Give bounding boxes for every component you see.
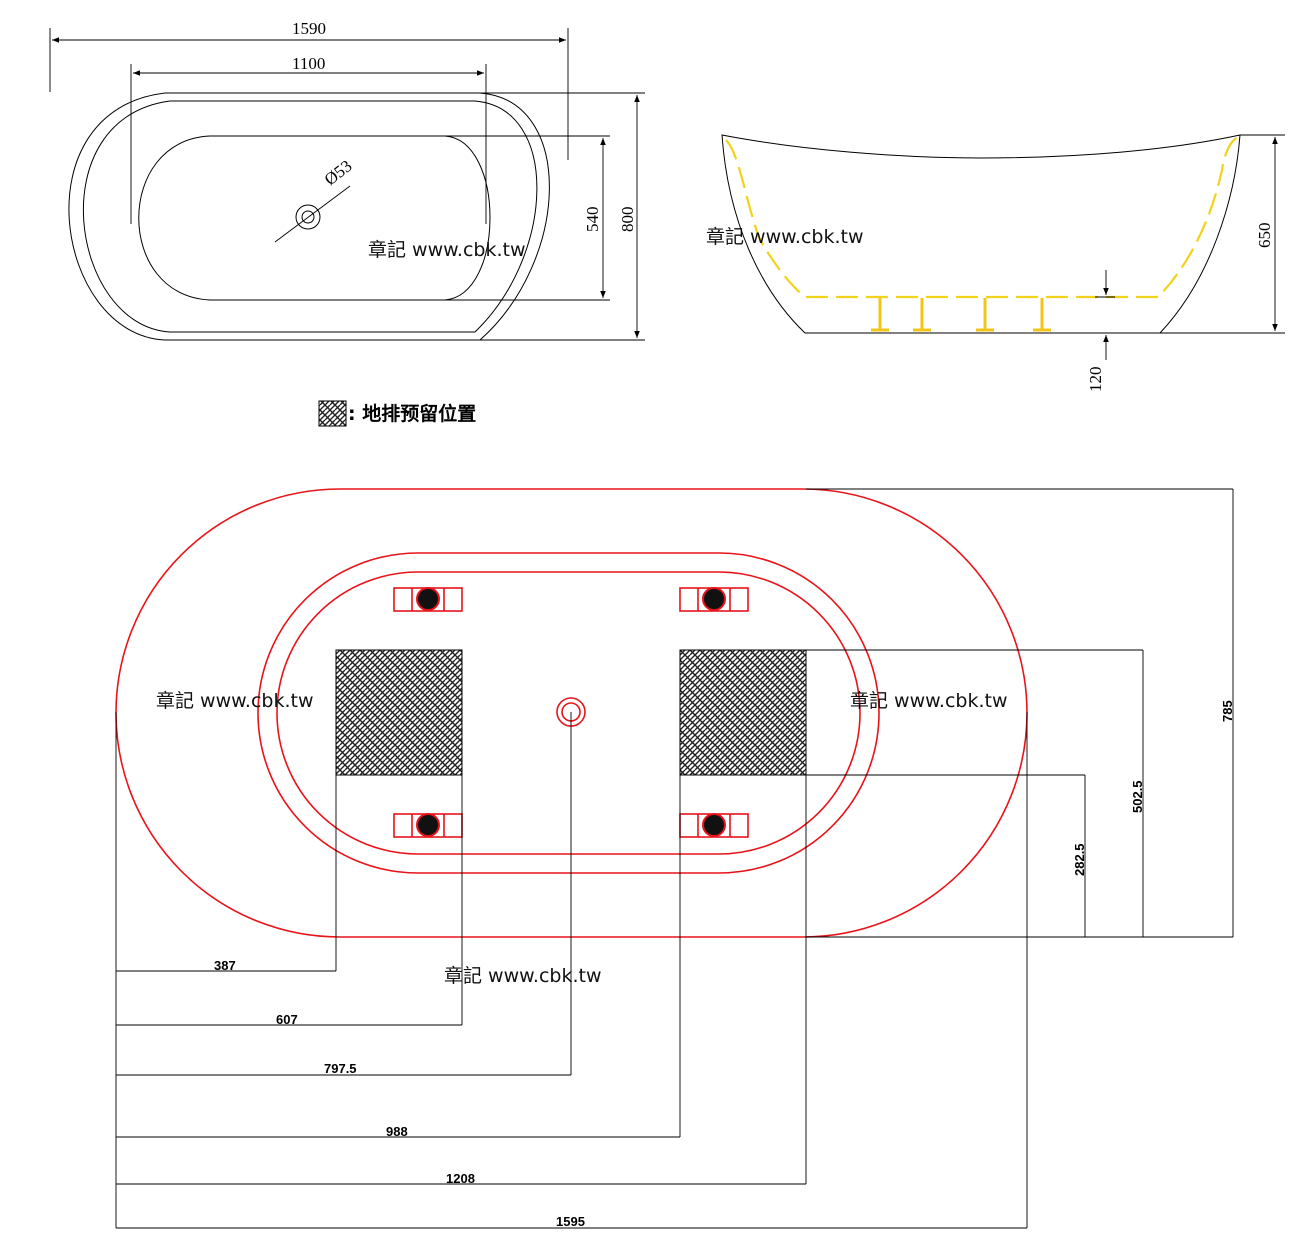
drain-zone-swatch <box>318 400 347 427</box>
drain-inner <box>301 210 315 224</box>
legend: : 地排预留位置 <box>318 400 476 427</box>
dim-797-5: 797.5 <box>324 1061 357 1076</box>
foot-pads <box>393 587 749 838</box>
dim-387: 387 <box>214 958 236 973</box>
watermark-5: 章記 www.cbk.tw <box>444 965 602 987</box>
legend-label: : 地排预留位置 <box>348 402 476 425</box>
overall-width-785: 785 <box>1220 700 1235 722</box>
outline-inner <box>276 571 861 855</box>
height-label: 650 <box>1255 223 1274 249</box>
drain-leader-line <box>274 185 351 243</box>
top-view: Ø53 1590 1100 540 800 <box>49 19 645 341</box>
dim-988: 988 <box>386 1124 408 1139</box>
watermark-2: 章記 www.cbk.tw <box>706 226 864 248</box>
inner-width-label: 540 <box>583 207 602 233</box>
watermark-3: 章記 www.cbk.tw <box>156 690 314 712</box>
watermark-4: 章記 www.cbk.tw <box>850 690 1008 712</box>
drain-zone-left <box>335 649 463 776</box>
dim-607: 607 <box>276 1012 298 1027</box>
foot-height-label: 120 <box>1086 367 1105 393</box>
overall-width-label: 800 <box>618 207 637 233</box>
tub-outer-rim <box>68 92 550 341</box>
tub-outer-rim-inner <box>82 100 538 333</box>
support-feet <box>871 298 1051 332</box>
inner-length-label: 1100 <box>292 54 325 73</box>
drain-outer <box>295 204 321 230</box>
inner-shell-dashed <box>725 136 1239 299</box>
watermarks: 章記 www.cbk.tw 章記 www.cbk.tw 章記 www.cbk.t… <box>156 226 1008 987</box>
outline-middle <box>257 552 880 874</box>
dim-1595: 1595 <box>556 1214 585 1229</box>
dim-1208: 1208 <box>446 1171 475 1186</box>
tub-side-profile <box>721 134 1241 334</box>
drain-diameter-label: Ø53 <box>321 156 356 189</box>
dim-502-5: 502.5 <box>1130 780 1145 813</box>
watermark-1: 章記 www.cbk.tw <box>368 239 526 261</box>
overall-length-label: 1590 <box>292 19 326 38</box>
drain-zone-right <box>679 649 807 776</box>
dim-282-5: 282.5 <box>1072 843 1087 876</box>
outline-outer <box>115 488 1028 938</box>
tub-basin <box>138 135 491 301</box>
side-view: 650 120 <box>721 134 1285 393</box>
floor-plan: 387 607 797.5 988 1208 1595 785 502.5 28… <box>115 488 1235 1229</box>
